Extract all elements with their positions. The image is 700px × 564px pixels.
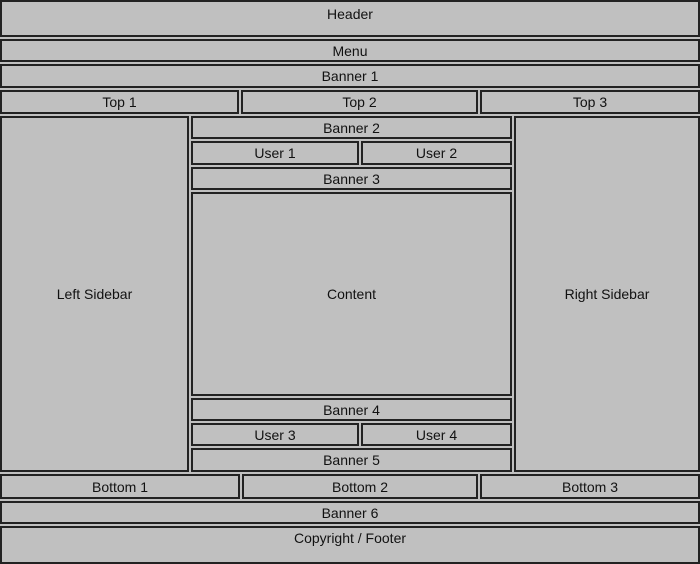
banner-5-region: Banner 5 <box>191 448 512 472</box>
header-label: Header <box>327 6 373 22</box>
user-1-label: User 1 <box>254 145 296 161</box>
user-4-label: User 4 <box>415 426 458 443</box>
bottom-3-region: Bottom 3 <box>480 474 700 499</box>
banner-6-label: Banner 6 <box>321 504 379 521</box>
user-4-region: User 4 <box>361 423 512 446</box>
top-3-region: Top 3 <box>480 90 700 114</box>
banner-4-region: Banner 4 <box>191 398 512 421</box>
top-3-label: Top 3 <box>572 94 608 110</box>
user-3-region: User 3 <box>191 423 359 446</box>
menu-region: Menu <box>0 39 700 62</box>
content-label: Content <box>326 286 377 302</box>
banner-5-label: Banner 5 <box>323 452 380 468</box>
footer-region: Copyright / Footer <box>0 526 700 564</box>
bottom-3-label: Bottom 3 <box>561 478 619 495</box>
banner-1-region: Banner 1 <box>0 64 700 88</box>
top-1-region: Top 1 <box>0 90 239 114</box>
header-region: Header <box>0 0 700 37</box>
bottom-1-region: Bottom 1 <box>0 474 240 499</box>
left-sidebar-label: Left Sidebar <box>56 286 133 302</box>
banner-6-region: Banner 6 <box>0 501 700 524</box>
user-1-region: User 1 <box>191 141 359 165</box>
user-3-label: User 3 <box>254 426 296 443</box>
left-sidebar-region: Left Sidebar <box>0 116 189 472</box>
right-sidebar-label: Right Sidebar <box>564 286 650 302</box>
banner-3-region: Banner 3 <box>191 167 512 190</box>
bottom-2-region: Bottom 2 <box>242 474 478 499</box>
banner-3-label: Banner 3 <box>323 170 380 187</box>
right-sidebar-region: Right Sidebar <box>514 116 700 472</box>
user-2-label: User 2 <box>415 145 458 161</box>
footer-label: Copyright / Footer <box>293 530 407 546</box>
banner-2-region: Banner 2 <box>191 116 512 139</box>
top-2-label: Top 2 <box>342 94 377 110</box>
menu-label: Menu <box>332 42 368 59</box>
content-region: Content <box>191 192 512 396</box>
user-2-region: User 2 <box>361 141 512 165</box>
banner-2-label: Banner 2 <box>323 119 380 136</box>
banner-4-label: Banner 4 <box>323 401 380 418</box>
top-2-region: Top 2 <box>241 90 478 114</box>
top-1-label: Top 1 <box>102 94 137 110</box>
banner-1-label: Banner 1 <box>321 68 379 84</box>
bottom-2-label: Bottom 2 <box>331 478 389 495</box>
bottom-1-label: Bottom 1 <box>91 478 149 495</box>
